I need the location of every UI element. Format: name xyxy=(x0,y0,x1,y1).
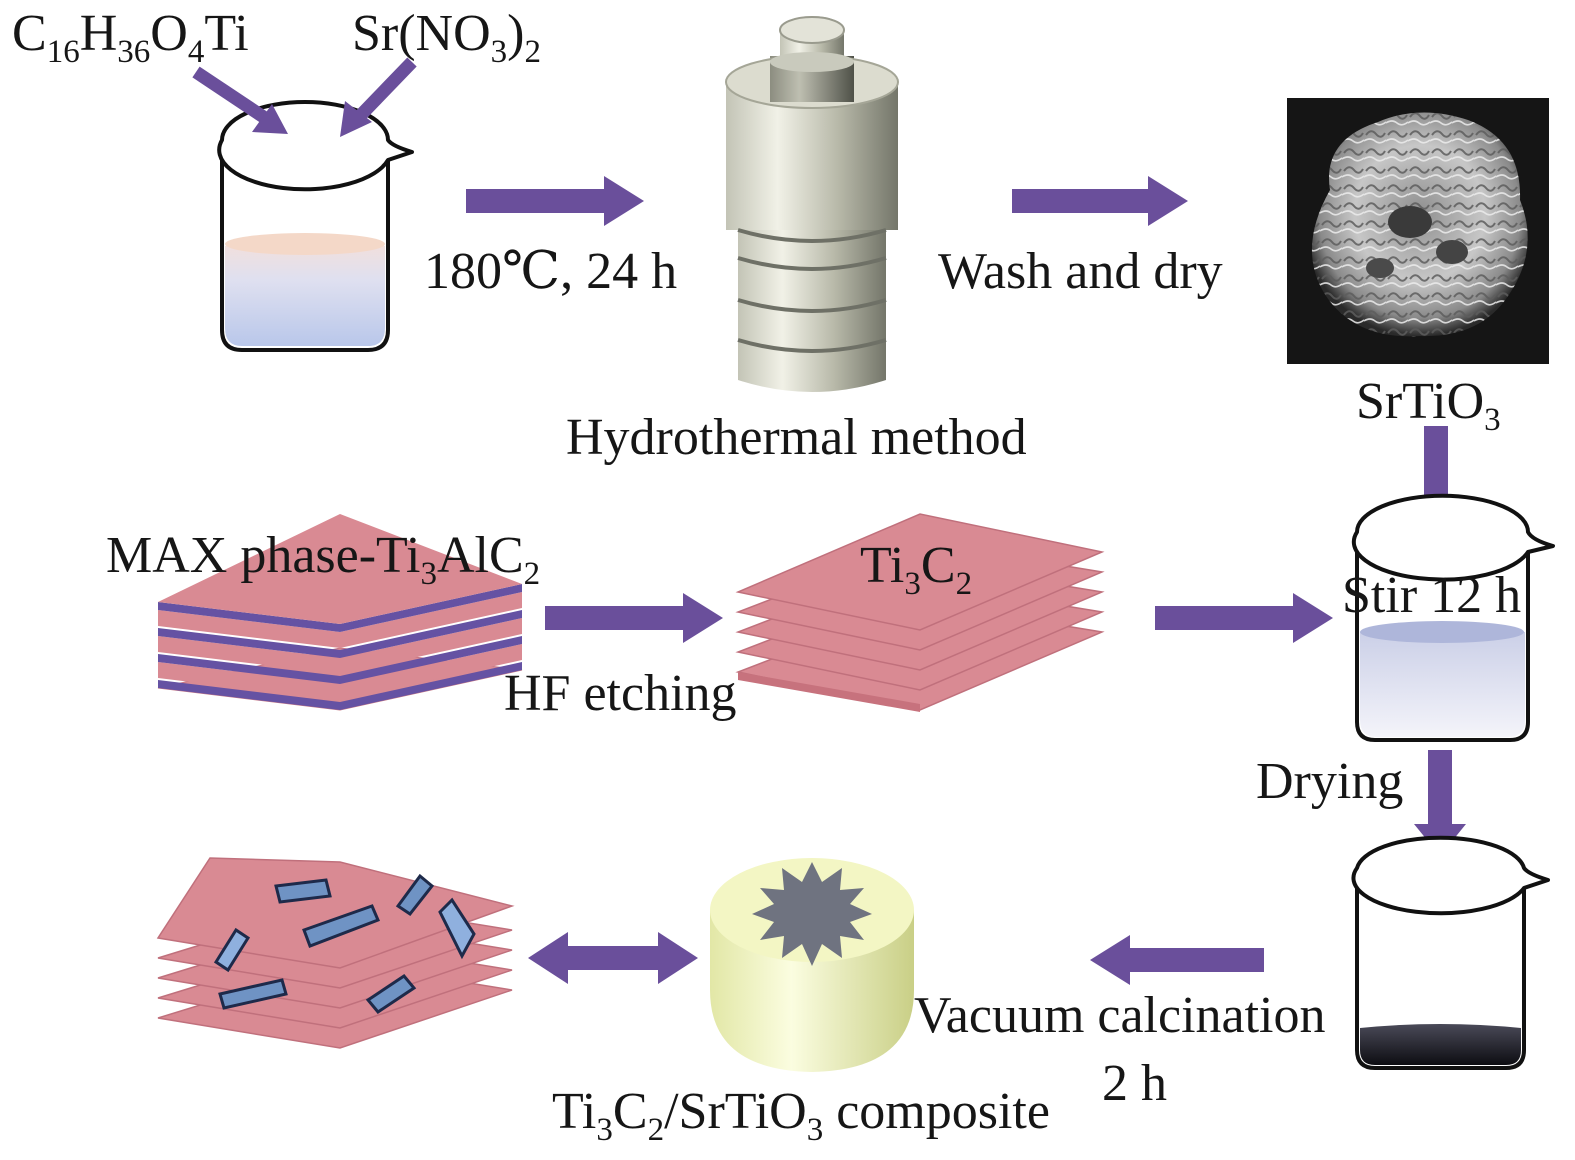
arrow-to-mixing xyxy=(1155,593,1333,643)
hydrothermal-method-label: Hydrothermal method xyxy=(566,412,1027,464)
crucible-composite-icon xyxy=(710,858,914,1072)
beaker-dried xyxy=(1353,838,1548,1068)
strontium-precursor-label: Sr(NO3)2 xyxy=(352,8,541,60)
beaker-precursors xyxy=(219,102,412,350)
vacuum-calcination-label: Vacuum calcination xyxy=(914,990,1326,1042)
srtio3-label: SrTiO3 xyxy=(1356,376,1501,428)
drying-label: Drying xyxy=(1256,756,1403,808)
titanium-precursor-label: C16H36O4Ti xyxy=(12,8,249,60)
arrow-vacuum-calcination xyxy=(1090,935,1264,985)
double-arrow-composite xyxy=(528,932,698,984)
ti3c2-label: Ti3C2 xyxy=(860,540,972,592)
hydrothermal-autoclave-icon xyxy=(726,16,898,392)
arrow-hf-etching xyxy=(545,593,723,643)
composite-label: Ti3C2/SrTiO3 composite xyxy=(552,1086,1050,1138)
arrow-to-srtio3 xyxy=(1012,176,1188,226)
calcination-time-label: 2 h xyxy=(1102,1058,1167,1110)
wash-dry-label: Wash and dry xyxy=(938,246,1223,298)
srtio3-sem-image xyxy=(1287,98,1549,364)
max-phase-label: MAX phase-Ti3AlC2 xyxy=(106,530,540,582)
arrow-to-autoclave xyxy=(466,176,644,226)
hydrothermal-condition-label: 180℃, 24 h xyxy=(424,246,677,298)
stir-label: Stir 12 h xyxy=(1342,570,1521,622)
hf-etching-label: HF etching xyxy=(504,668,737,720)
